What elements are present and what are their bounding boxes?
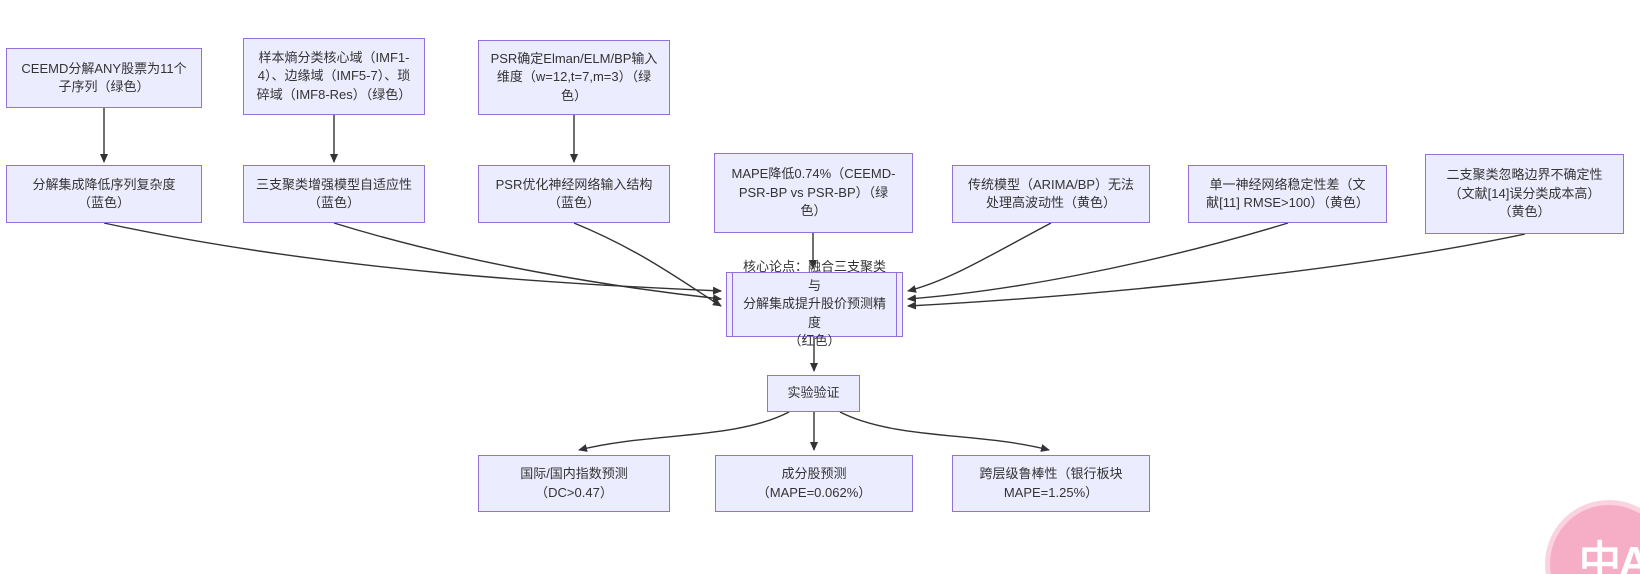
node-index-prediction-label: 国际/国内指数预测 （DC>0.47） <box>520 466 628 500</box>
node-two-way-limit: 二支聚类忽略边界不确定性 （文献[14]误分类成本高） （黄色） <box>1425 154 1624 234</box>
node-decompose-complexity: 分解集成降低序列复杂度 （蓝色） <box>6 165 202 223</box>
node-psr-optimize: PSR优化神经网络输入结构 （蓝色） <box>478 165 670 223</box>
edge-twoway-to-core <box>907 233 1526 310</box>
node-robustness: 跨层级鲁棒性（银行板块 MAPE=1.25%） <box>952 455 1150 512</box>
node-experiment-label: 实验验证 <box>787 385 840 401</box>
node-experiment: 实验验证 <box>767 375 860 412</box>
node-core-thesis: 核心论点：融合三支聚类与 分解集成提升股价预测精度 （红色） <box>726 259 903 348</box>
node-two-way-limit-label: 二支聚类忽略边界不确定性 （文献[14]误分类成本高） （黄色） <box>1446 167 1603 220</box>
edge-traditional-to-core <box>907 222 1052 293</box>
edge-adaptive-to-core <box>333 222 722 303</box>
node-single-nn-unstable-label: 单一神经网络稳定性差（文 献[11] RMSE>100）（黄色） <box>1206 176 1369 210</box>
node-mape-reduce: MAPE降低0.74%（CEEMD- PSR-BP vs PSR-BP）（绿 色… <box>714 153 913 233</box>
node-traditional-limit: 传统模型（ARIMA/BP）无法 处理高波动性（黄色） <box>952 165 1150 223</box>
edge-singlenn-to-core <box>907 222 1289 303</box>
edge-complexity-to-core <box>103 222 722 295</box>
node-sample-entropy: 样本熵分类核心域（IMF1- 4）、边缘域（IMF5-7）、琐 碎域（IMF8-… <box>243 38 425 115</box>
node-psr-input-dim: PSR确定Elman/ELM/BP输入 维度（w=12,t=7,m=3）（绿 色… <box>478 40 670 115</box>
node-traditional-limit-label: 传统模型（ARIMA/BP）无法 处理高波动性（黄色） <box>967 176 1135 210</box>
node-three-way-adaptive: 三支聚类增强模型自适应性 （蓝色） <box>243 165 425 223</box>
node-mape-reduce-label: MAPE降低0.74%（CEEMD- PSR-BP vs PSR-BP）（绿 色… <box>731 166 896 219</box>
edge-experiment-to-index <box>578 411 790 452</box>
node-sample-entropy-label: 样本熵分类核心域（IMF1- 4）、边缘域（IMF5-7）、琐 碎域（IMF8-… <box>256 49 412 102</box>
node-psr-input-dim-label: PSR确定Elman/ELM/BP输入 维度（w=12,t=7,m=3）（绿 色… <box>490 50 658 103</box>
edge-experiment-to-robustness <box>839 411 1050 452</box>
node-robustness-label: 跨层级鲁棒性（银行板块 MAPE=1.25%） <box>979 466 1123 500</box>
node-index-prediction: 国际/国内指数预测 （DC>0.47） <box>478 455 670 512</box>
node-ceemd-decompose: CEEMD分解ANY股票为11个 子序列（绿色） <box>6 48 202 108</box>
node-ceemd-decompose-label: CEEMD分解ANY股票为11个 子序列（绿色） <box>21 60 187 94</box>
node-core-thesis-label: 核心论点：融合三支聚类与 分解集成提升股价预测精度 （红色） <box>742 259 886 349</box>
node-three-way-adaptive-label: 三支聚类增强模型自适应性 （蓝色） <box>255 176 412 210</box>
node-decompose-complexity-label: 分解集成降低序列复杂度 （蓝色） <box>32 176 176 210</box>
node-constituent-prediction: 成分股预测 （MAPE=0.062%） <box>715 455 913 512</box>
node-constituent-prediction-label: 成分股预测 （MAPE=0.062%） <box>756 466 872 500</box>
node-psr-optimize-label: PSR优化神经网络输入结构 （蓝色） <box>495 176 653 210</box>
edge-psropt-to-core <box>573 222 722 307</box>
watermark-text: 中A <box>1578 537 1640 574</box>
node-single-nn-unstable: 单一神经网络稳定性差（文 献[11] RMSE>100）（黄色） <box>1188 165 1387 223</box>
